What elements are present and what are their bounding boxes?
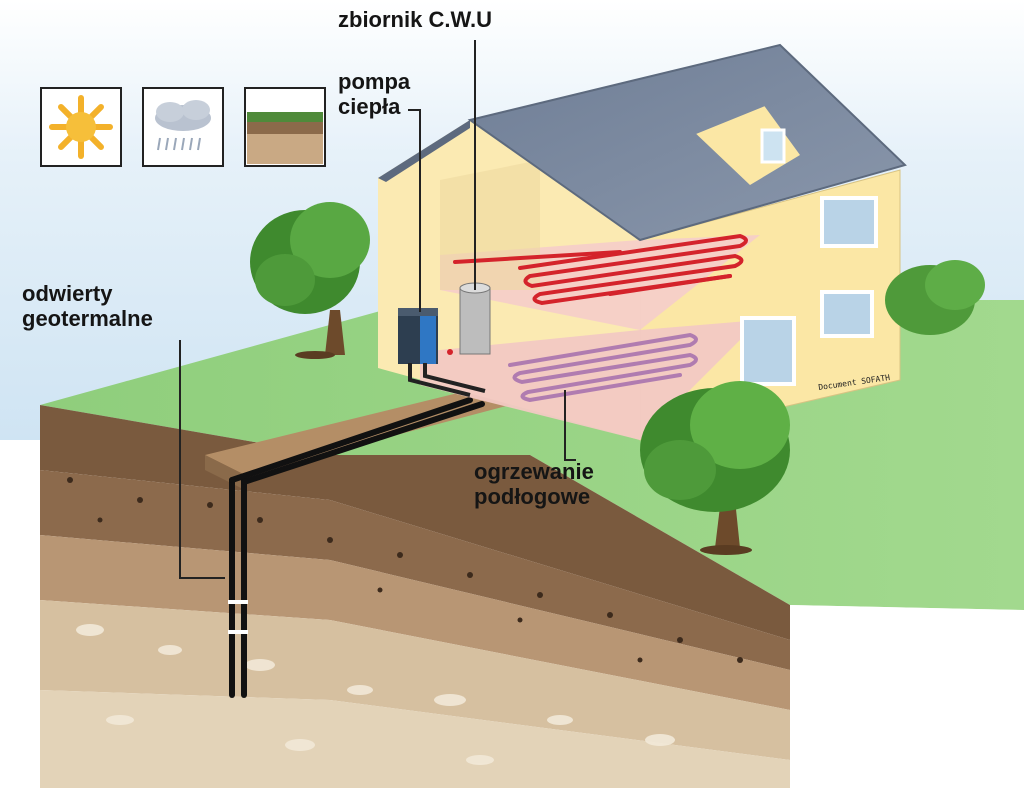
right-tree [640, 381, 790, 555]
soil-stones [76, 624, 675, 765]
tank-label: zbiornik C.W.U [338, 7, 492, 32]
heat-pump-unit [398, 308, 438, 364]
left-tree [250, 202, 370, 359]
boreholes-label-line2: geotermalne [22, 305, 153, 331]
floor-heating-label-line1: ogrzewanie [474, 459, 594, 484]
soil-pebbles [67, 477, 743, 663]
rain-cloud-icon [142, 87, 224, 167]
heat-pump-label-line2: ciepła [338, 93, 401, 119]
soil-icon [244, 87, 326, 167]
soil-layers-right [330, 455, 790, 788]
boreholes-label-line1: odwierty [22, 281, 113, 306]
leader-lines [179, 40, 576, 579]
upper-floor-heating [453, 233, 748, 306]
heat-pump-label-line1: pompa [338, 69, 411, 94]
lower-floor-heating [508, 332, 698, 403]
side-windows [740, 196, 878, 386]
floor-heating-label-line2: podłogowe [474, 483, 591, 509]
sun-icon [40, 87, 122, 167]
floor-heating-label: ogrzewanie podłogowe [474, 459, 594, 509]
boreholes-label: odwierty geotermalne [22, 281, 153, 331]
borehole-pipe [229, 397, 485, 698]
hedge [885, 260, 985, 335]
roof [467, 43, 907, 242]
water-tank [459, 282, 491, 355]
heat-pump-label: pompa ciepła [338, 69, 411, 119]
